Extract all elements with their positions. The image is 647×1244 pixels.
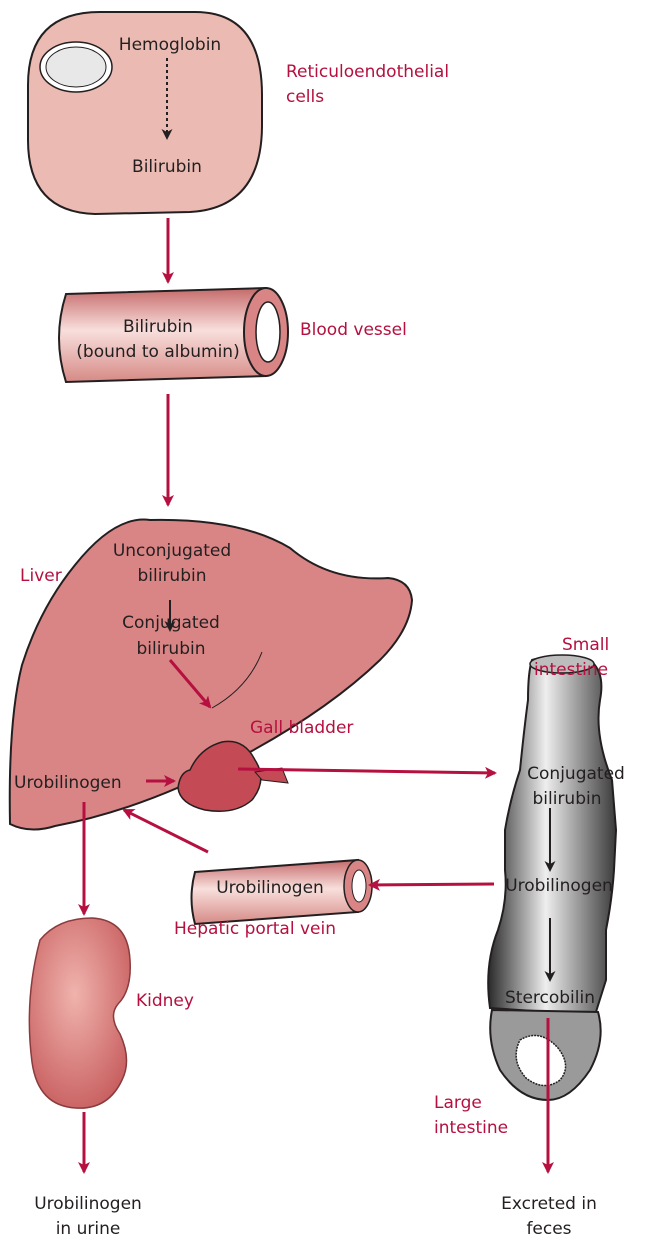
large-intestine xyxy=(490,1010,600,1100)
label-reticuloendothelial-2: cells xyxy=(286,87,324,107)
label-conjugated-int-2: bilirubin xyxy=(532,789,601,809)
label-liver: Liver xyxy=(20,566,62,586)
label-unconjugated-2: bilirubin xyxy=(137,566,206,586)
label-small-intestine-1: Small xyxy=(562,635,609,655)
label-hemoglobin: Hemoglobin xyxy=(119,35,221,55)
label-reticuloendothelial-1: Reticuloendothelial xyxy=(286,62,449,82)
label-vessel-albumin: (bound to albumin) xyxy=(76,342,239,362)
arrow-portal-to-liver xyxy=(124,810,208,852)
arrow-intestine-to-portal xyxy=(370,884,494,885)
label-urine-2: in urine xyxy=(56,1219,121,1239)
label-feces-2: feces xyxy=(526,1219,571,1239)
label-urine-1: Urobilinogen xyxy=(34,1194,142,1214)
label-kidney: Kidney xyxy=(136,991,194,1011)
label-urobilinogen-portal: Urobilinogen xyxy=(216,878,324,898)
label-urobilinogen-int: Urobilinogen xyxy=(505,876,613,896)
label-bilirubin-cell: Bilirubin xyxy=(132,157,202,177)
label-small-intestine-2: intestine xyxy=(534,660,608,680)
label-blood-vessel: Blood vessel xyxy=(300,320,407,340)
label-conjugated-liver-2: bilirubin xyxy=(136,639,205,659)
label-vessel-bilirubin: Bilirubin xyxy=(123,317,193,337)
label-stercobilin: Stercobilin xyxy=(505,988,595,1008)
label-large-intestine-2: intestine xyxy=(434,1118,508,1138)
small-intestine xyxy=(488,655,616,1015)
label-large-intestine-1: Large xyxy=(434,1093,482,1113)
label-urobilinogen-liver: Urobilinogen xyxy=(14,773,122,793)
label-gall-bladder: Gall bladder xyxy=(250,718,353,738)
label-feces-1: Excreted in xyxy=(501,1194,597,1214)
label-conjugated-int-1: Conjugated xyxy=(527,764,625,784)
kidney xyxy=(29,918,130,1108)
label-conjugated-liver-1: Conjugated xyxy=(122,613,220,633)
label-hepatic-portal-vein: Hepatic portal vein xyxy=(174,919,336,939)
label-unconjugated-1: Unconjugated xyxy=(113,541,231,561)
